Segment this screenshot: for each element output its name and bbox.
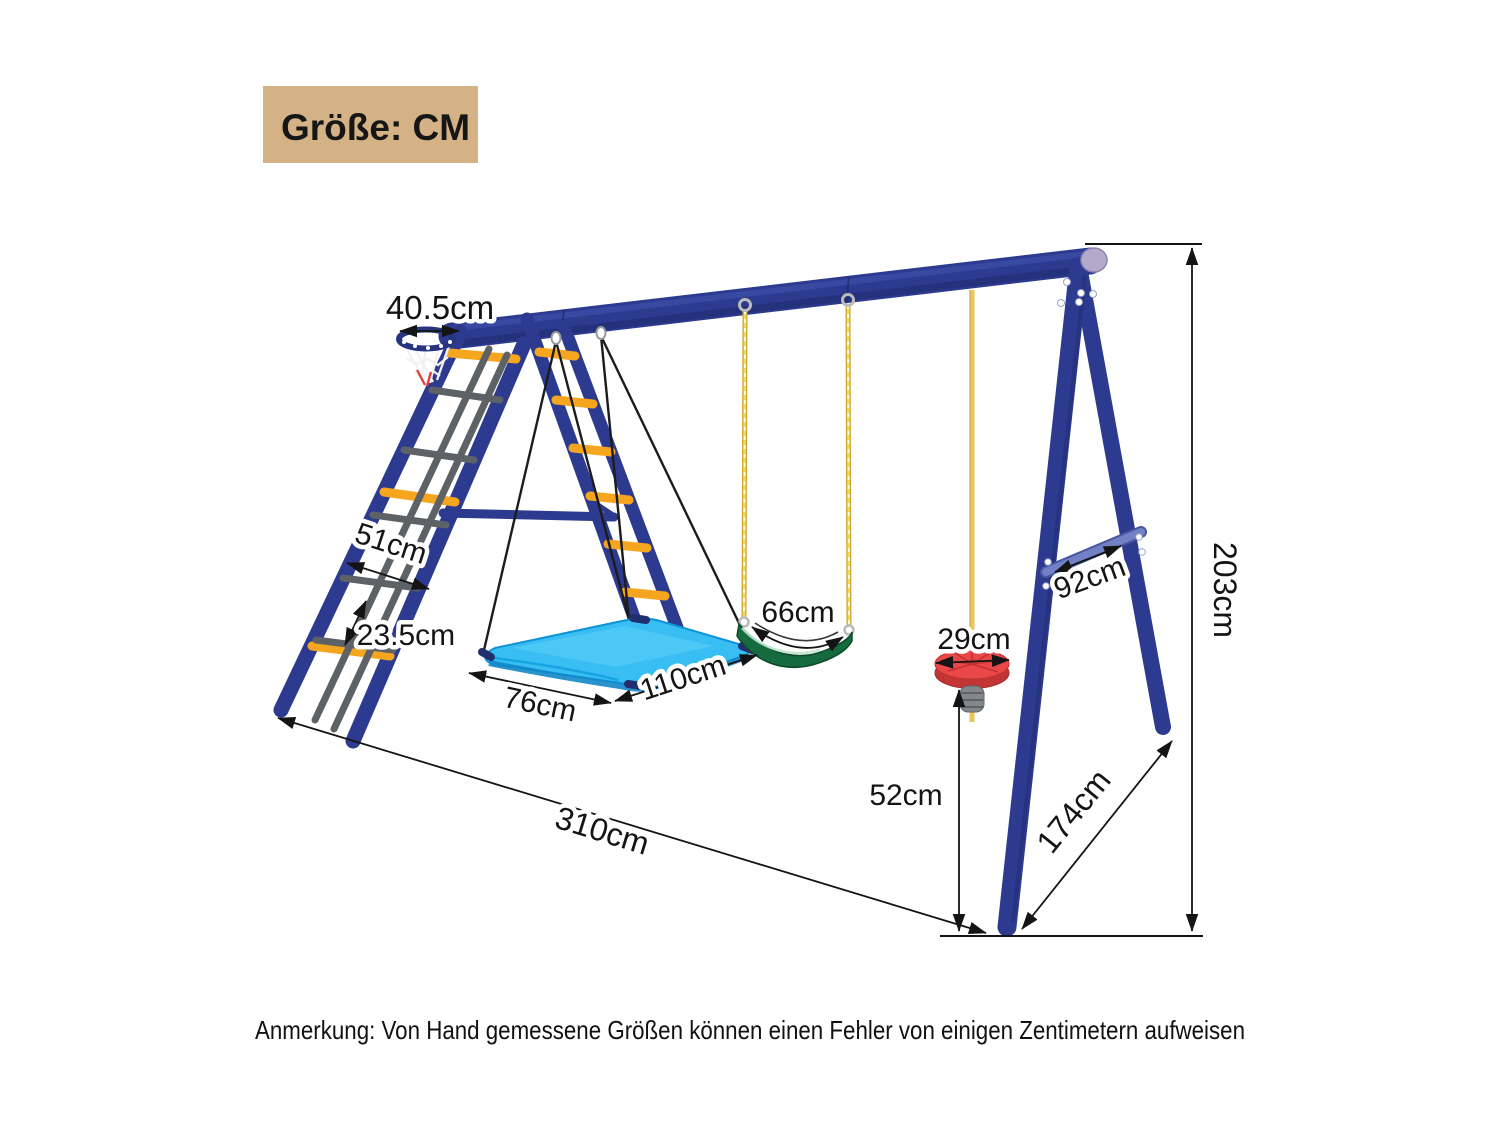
dimension-disc-diameter: 29cm	[933, 619, 1015, 669]
disc-swing	[934, 290, 1010, 722]
frame-bolts	[1042, 278, 1146, 590]
badge-background	[263, 86, 478, 163]
carabiner	[595, 326, 607, 340]
swing-chains	[741, 304, 852, 630]
svg-text:76cm: 76cm	[501, 681, 580, 729]
beam-end-cap	[1080, 247, 1108, 273]
size-unit-badge: Größe: CM	[263, 86, 478, 163]
dimension-net-rung-gap: 23.5cm	[344, 600, 460, 657]
dimension-base-depth: 174cm	[1021, 740, 1173, 930]
carabiner	[550, 331, 562, 345]
svg-text:66cm: 66cm	[761, 596, 834, 629]
svg-text:174cm: 174cm	[1029, 762, 1117, 859]
climbing-net-ladder	[273, 324, 532, 749]
dimension-total-length: 310cm	[277, 716, 987, 935]
dimension-hoop-width: 40.5cm	[381, 285, 499, 338]
measurement-note: Anmerkung: Von Hand gemessene Größen kön…	[255, 1015, 1245, 1045]
svg-text:203cm: 203cm	[1207, 542, 1243, 638]
svg-text:52cm: 52cm	[869, 779, 942, 812]
beam-seam	[845, 276, 850, 304]
right-back-leg	[1071, 258, 1171, 735]
dimension-belt-seat: 66cm	[751, 592, 844, 652]
dimension-disc-clearance: 52cm	[865, 689, 966, 932]
svg-text:40.5cm: 40.5cm	[386, 289, 494, 326]
belt-seat	[736, 622, 853, 669]
chain-ring	[738, 298, 752, 312]
platform-swing	[478, 326, 756, 692]
dimension-total-height: 203cm	[1185, 247, 1248, 932]
hoop-net	[402, 342, 452, 384]
top-beam	[438, 247, 1104, 350]
svg-text:310cm: 310cm	[551, 799, 653, 862]
svg-text:23.5cm: 23.5cm	[357, 619, 455, 652]
right-front-leg	[997, 256, 1089, 937]
badge-label: Größe: CM	[281, 107, 470, 148]
support-bar	[438, 508, 619, 522]
svg-text:29cm: 29cm	[937, 623, 1010, 656]
belt-swing	[736, 293, 855, 669]
chain-ring	[841, 293, 855, 307]
